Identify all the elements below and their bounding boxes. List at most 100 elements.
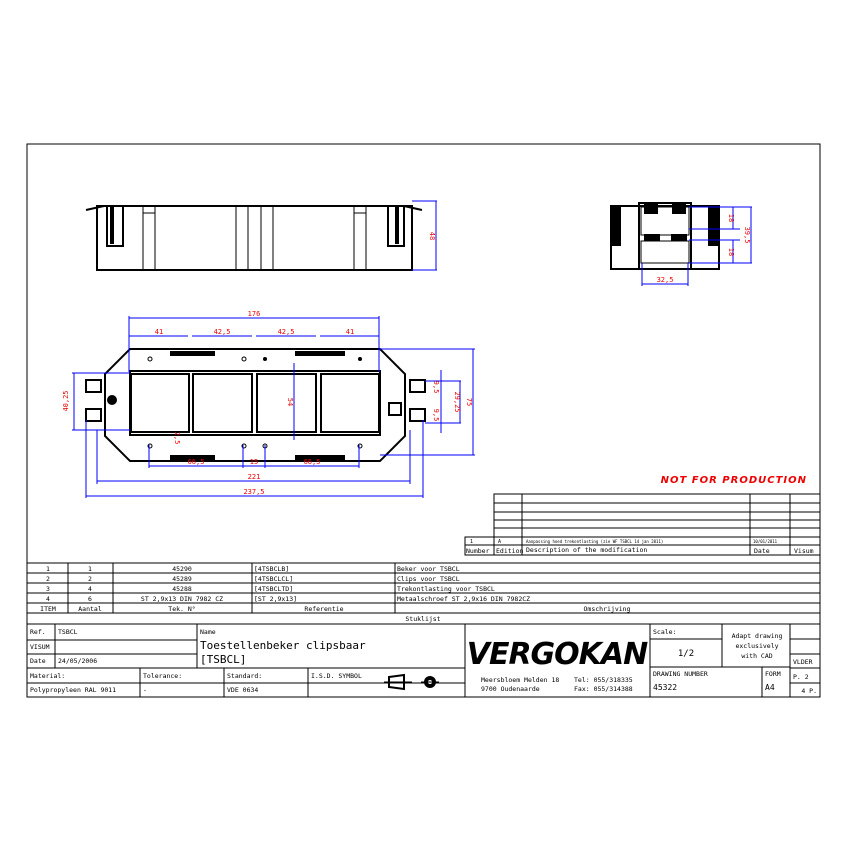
- header-qty: Aantal: [78, 605, 102, 613]
- parts-row: 1 1 45290 [4TSBCLB] Beker voor TSBCL: [46, 565, 460, 573]
- fax: Fax: 055/314388: [574, 685, 633, 693]
- rev-header-description: Description of the modification: [526, 546, 647, 554]
- header-description: Omschrijving: [584, 605, 631, 613]
- rev-description: Aanpassing hoed trekontlasting (zie WF T…: [526, 539, 663, 544]
- cad-note-line-2: exclusively: [735, 642, 778, 650]
- cad-note-line-3: with CAD: [741, 652, 772, 660]
- form-value: A4: [765, 683, 775, 692]
- standard-value: VDE 0634: [227, 686, 258, 694]
- page-number: P. 2: [793, 673, 809, 681]
- part-reference: [4TSBCLTD]: [254, 585, 293, 593]
- parts-list-caption: Stuklijst: [405, 615, 440, 623]
- dim-end-h1: 18: [727, 214, 735, 222]
- parts-row: 3 4 45288 [4TSBCLTD] Trekontlasting voor…: [46, 585, 495, 593]
- scale-value: 1/2: [678, 649, 694, 659]
- vlder-label: VLDER: [793, 658, 813, 666]
- cad-note-line-1: Adapt drawing: [732, 632, 783, 640]
- tolerance-value: -: [143, 686, 147, 694]
- dim-66-5b: 66,5: [304, 458, 321, 466]
- scale-label: Scale:: [653, 628, 676, 636]
- drawing-name: Toestellenbeker clipsbaar: [200, 639, 366, 652]
- dim-41a: 41: [155, 328, 163, 336]
- date-label: Date: [30, 657, 46, 665]
- dim-15: 15: [250, 458, 258, 466]
- parts-row: 4 6 ST 2,9x13 DIN 7982 CZ [ST 2,9x13] Me…: [46, 595, 530, 603]
- part-description: Clips voor TSBCL: [397, 575, 460, 583]
- drawing-frame: [26, 143, 821, 698]
- visum-label: VISUM: [30, 643, 50, 651]
- dim-237-5: 237,5: [243, 488, 264, 496]
- part-reference: [ST 2,9x13]: [254, 595, 297, 603]
- parts-row: 2 2 45289 [4TSBCLCL] Clips voor TSBCL: [46, 575, 460, 583]
- telephone: Tel: 055/318335: [574, 676, 633, 684]
- dim-end-total: 39,5: [743, 227, 751, 244]
- rev-edition: A: [498, 539, 501, 545]
- page-count: 4 P.: [801, 687, 817, 695]
- part-reference: [4TSBCLCL]: [254, 575, 293, 583]
- part-item: 1: [46, 565, 50, 573]
- dim-9-5b: 9,5: [432, 409, 440, 422]
- dim-42-5b: 42,5: [278, 328, 295, 336]
- part-drawing-no: 45289: [172, 575, 192, 583]
- dim-9-5a: 9,5: [432, 381, 440, 394]
- rev-header-date: Date: [754, 547, 770, 555]
- address-line-1: Meersbloem Melden 18: [481, 676, 559, 684]
- material-value: Polypropyleen RAL 9011: [30, 686, 116, 694]
- dim-2-5: 2,5: [173, 432, 181, 445]
- part-description: Beker voor TSBCL: [397, 565, 460, 573]
- compartment: [192, 373, 253, 433]
- part-qty: 1: [88, 565, 92, 573]
- dim-221: 221: [248, 473, 261, 481]
- dim-41b: 41: [346, 328, 354, 336]
- form-label: FORM: [765, 670, 781, 678]
- compartment: [256, 373, 317, 433]
- dim-75: 75: [465, 398, 473, 406]
- end-view: 18 18 39,5 32,5: [610, 202, 752, 286]
- parts-list: 1 1 45290 [4TSBCLB] Beker voor TSBCL 2 2…: [27, 562, 820, 625]
- revision-table: 1 A Aanpassing hoed trekontlasting (zie …: [464, 493, 821, 556]
- not-for-production-stamp: NOT FOR PRODUCTION: [661, 475, 807, 486]
- title-block: Ref. TSBCL VISUM Date 24/05/2006 Name To…: [27, 624, 820, 697]
- dim-176: 176: [248, 310, 261, 318]
- dim-end-h2: 18: [727, 248, 735, 256]
- part-item: 2: [46, 575, 50, 583]
- date-value: 24/05/2006: [58, 657, 97, 665]
- name-label: Name: [200, 628, 216, 636]
- rev-header-number: Number: [466, 547, 490, 555]
- vergokan-logo: VERGOKAN: [467, 637, 648, 672]
- dim-29-25: 29,25: [453, 391, 461, 412]
- first-angle-projection-icon: [384, 673, 439, 691]
- tolerance-label: Tolerance:: [143, 672, 182, 680]
- part-description: Trekontlasting voor TSBCL: [397, 585, 495, 593]
- rev-date: 10/01/2011: [753, 539, 778, 544]
- part-description: Metaalschroef ST 2,9x16 DIN 7982CZ: [397, 595, 530, 603]
- ref-label: Ref.: [30, 628, 46, 636]
- rev-number: 1: [470, 539, 473, 545]
- address-line-2: 9700 Oudenaarde: [481, 685, 540, 693]
- part-item: 4: [46, 595, 50, 603]
- dim-54: 54: [286, 398, 294, 406]
- dim-height: 48: [428, 232, 436, 240]
- part-reference: [4TSBCLB]: [254, 565, 289, 573]
- dim-40-25: 40,25: [62, 390, 70, 411]
- side-view: 48: [85, 200, 437, 271]
- dim-end-width: 32,5: [657, 276, 674, 284]
- compartment: [320, 373, 380, 433]
- header-reference: Referentie: [304, 605, 343, 613]
- drawing-number-label: DRAWING NUMBER: [653, 670, 708, 678]
- part-drawing-no: ST 2,9x13 DIN 7982 CZ: [141, 595, 223, 603]
- part-item: 3: [46, 585, 50, 593]
- dim-66-5a: 66,5: [188, 458, 205, 466]
- isd-symbol-label: I.S.D. SYMBOL: [311, 672, 362, 680]
- drawing-number: 45322: [653, 683, 677, 692]
- material-label: Material:: [30, 672, 65, 680]
- rev-header-edition: Edition: [496, 547, 523, 555]
- ref-value: TSBCL: [58, 628, 78, 636]
- standard-label: Standard:: [227, 672, 262, 680]
- dim-42-5a: 42,5: [214, 328, 231, 336]
- part-drawing-no: 45290: [172, 565, 192, 573]
- rev-header-visum: Visum: [794, 547, 814, 555]
- part-qty: 2: [88, 575, 92, 583]
- header-item: ITEM: [40, 605, 56, 613]
